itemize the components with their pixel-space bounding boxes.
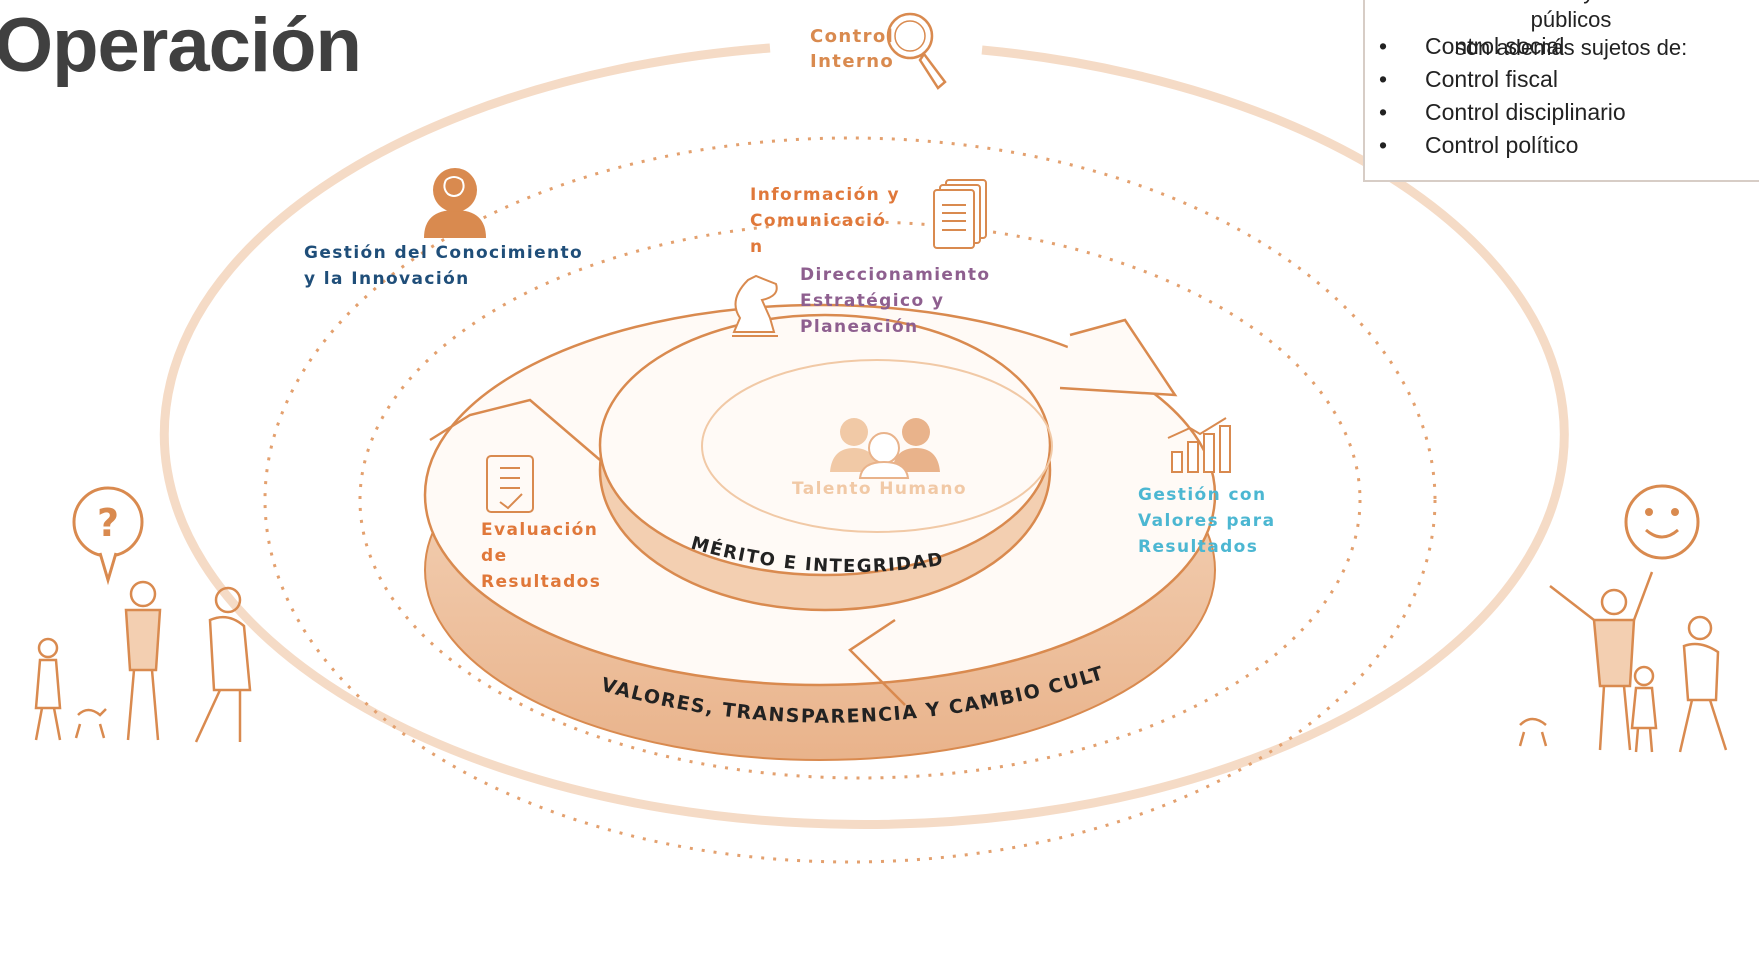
talento-humano-core (701, 359, 1053, 533)
info-box-list: •Control social •Control fiscal •Control… (1379, 30, 1626, 162)
talento-humano-label: Talento Humano (792, 479, 967, 499)
magnifier-icon (886, 12, 947, 90)
dashed-ring-inner (358, 220, 1362, 780)
gestion-conocimiento-label: Gestión del Conocimiento y la Innovación (304, 240, 583, 292)
ring-arrow-right (1059, 318, 1178, 397)
chess-knight-icon (732, 274, 778, 337)
control-interno-line2: Interno (810, 51, 895, 72)
checklist-icon (486, 455, 534, 513)
list-item: •Control disciplinario (1379, 99, 1626, 125)
question-bubble-icon: ? (72, 486, 144, 586)
ring-arrow-left (429, 398, 601, 461)
svg-text:?: ? (97, 501, 119, 545)
direccionamiento-line3: Planeación (800, 317, 919, 337)
gestion-valores-line2: Valores para (1138, 511, 1276, 531)
control-interno-label: Control Interno (810, 24, 894, 74)
gestion-valores-line3: Resultados (1138, 537, 1259, 557)
smiley-icon (1624, 484, 1700, 560)
outer-ring (159, 43, 1569, 829)
informacion-line2: Comunicació (750, 211, 887, 231)
dashed-ring-outer (263, 136, 1437, 864)
right-family-illustration (1518, 571, 1728, 753)
info-box: Las entidades y servidores públicos son … (1363, 0, 1759, 182)
info-box-intro-partial: Las entidades y servidores públicos (1440, 0, 1702, 32)
list-item: •Control fiscal (1379, 66, 1558, 92)
documents-icon (933, 179, 987, 249)
evaluacion-line3: Resultados (481, 572, 602, 592)
inner-top (598, 313, 1052, 577)
gestion-valores-line1: Gestión con (1138, 485, 1267, 505)
bar-chart-icon (1167, 417, 1231, 473)
direccionamiento-line2: Estratégico y (800, 291, 945, 311)
conocimiento-line1: Gestión del Conocimiento (304, 243, 584, 263)
informacion-line3: n (750, 237, 764, 257)
evaluacion-line2: de (481, 546, 508, 566)
page-title: Operación (0, 3, 362, 88)
head-icon (424, 168, 486, 238)
evaluacion-resultados-label: Evaluación de Resultados (481, 517, 601, 595)
conocimiento-line2: y la Innovación (304, 269, 470, 289)
control-interno-line1: Control (810, 26, 895, 47)
direccionamiento-label: Direccionamiento Estratégico y Planeació… (800, 262, 990, 340)
left-family-illustration (34, 580, 252, 743)
list-item: •Control social (1379, 33, 1565, 59)
ring-arrow-bottom (848, 618, 906, 706)
people-icon (830, 418, 940, 479)
info-box-intro-text: son además sujetos de: (1454, 35, 1688, 60)
informacion-line1: Información y (750, 185, 900, 205)
list-item: •Control político (1379, 132, 1579, 158)
direccionamiento-line1: Direccionamiento (800, 265, 991, 285)
info-box-intro: Las entidades y servidores públicos son … (1401, 0, 1741, 62)
informacion-comunicacion-label: Información y Comunicació n (750, 182, 900, 260)
gestion-valores-label: Gestión con Valores para Resultados (1138, 482, 1275, 560)
evaluacion-line1: Evaluación (481, 520, 599, 540)
